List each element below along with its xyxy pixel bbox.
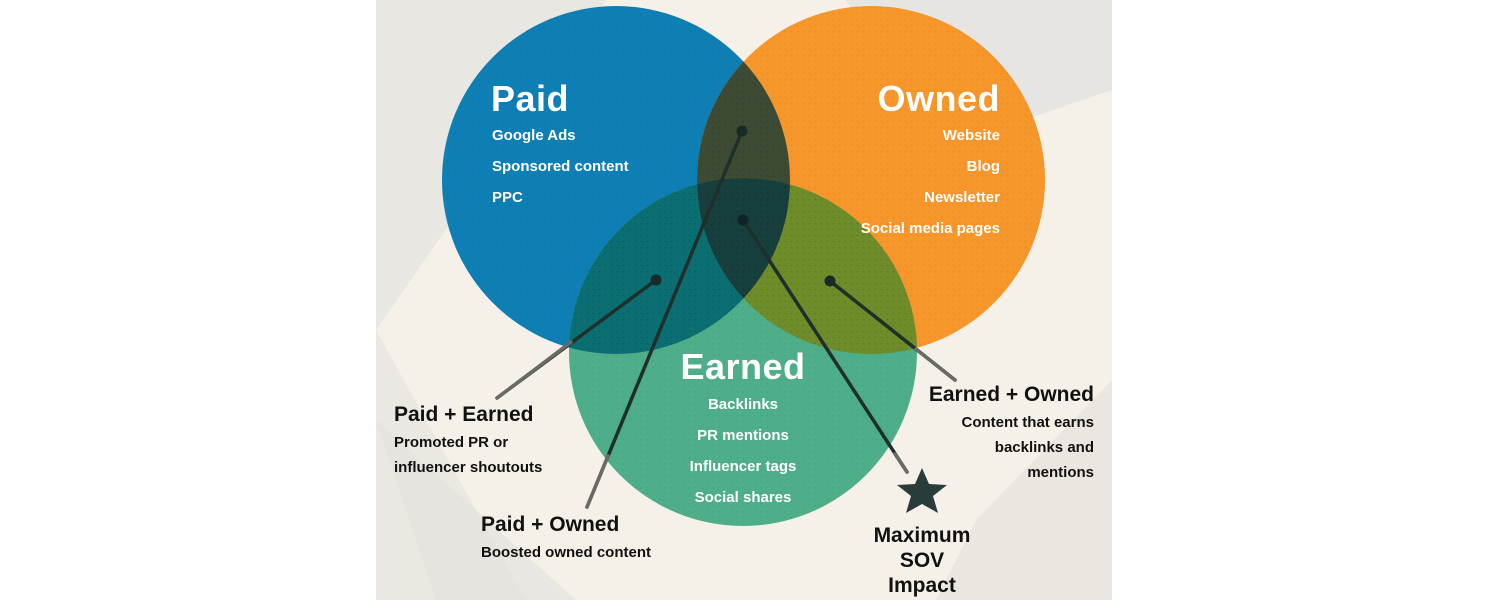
venn-diagram-canvas: Paid Google Ads Sponsored content PPC Ow… [376,0,1112,600]
callout-paid-owned-desc: Boosted owned content [481,544,651,561]
callout-paid-earned-desc: Promoted PR or [394,434,509,451]
dot-paid-owned [736,125,748,137]
owned-item: Blog [966,158,1000,175]
callout-earned-owned-desc: mentions [1027,464,1094,481]
paid-item: Sponsored content [492,158,629,175]
owned-item: Social media pages [860,220,1000,237]
callout-earned-owned-desc: backlinks and [994,439,1094,456]
dot-earned-owned [824,275,836,287]
maximum-sov-line: Maximum [873,524,971,547]
earned-item: PR mentions [697,427,789,444]
dot-paid-earned [650,274,662,286]
paid-item: PPC [492,189,523,206]
maximum-sov-line: SOV [899,549,945,572]
owned-item: Newsletter [924,189,1000,206]
owned-title: Owned [877,78,1000,119]
star-icon [897,468,947,513]
paid-item: Google Ads [492,127,576,144]
earned-item: Social shares [694,489,792,506]
callout-paid-earned-desc: influencer shoutouts [394,459,543,476]
earned-item: Backlinks [707,396,779,413]
earned-title: Earned [680,346,806,387]
callout-paid-owned-title: Paid + Owned [481,513,620,536]
callout-paid-earned-title: Paid + Earned [394,403,534,426]
earned-item: Influencer tags [689,458,797,475]
connector-maximum [741,218,909,474]
venn-circles [442,6,1045,526]
callout-earned-owned-desc: Content that earns [961,414,1094,431]
callout-earned-owned-title: Earned + Owned [928,383,1094,406]
owned-item: Website [942,127,1000,144]
dot-center [737,214,749,226]
maximum-sov-line: Impact [888,574,956,597]
paid-title: Paid [491,78,570,119]
connector-paid-owned [585,129,744,509]
